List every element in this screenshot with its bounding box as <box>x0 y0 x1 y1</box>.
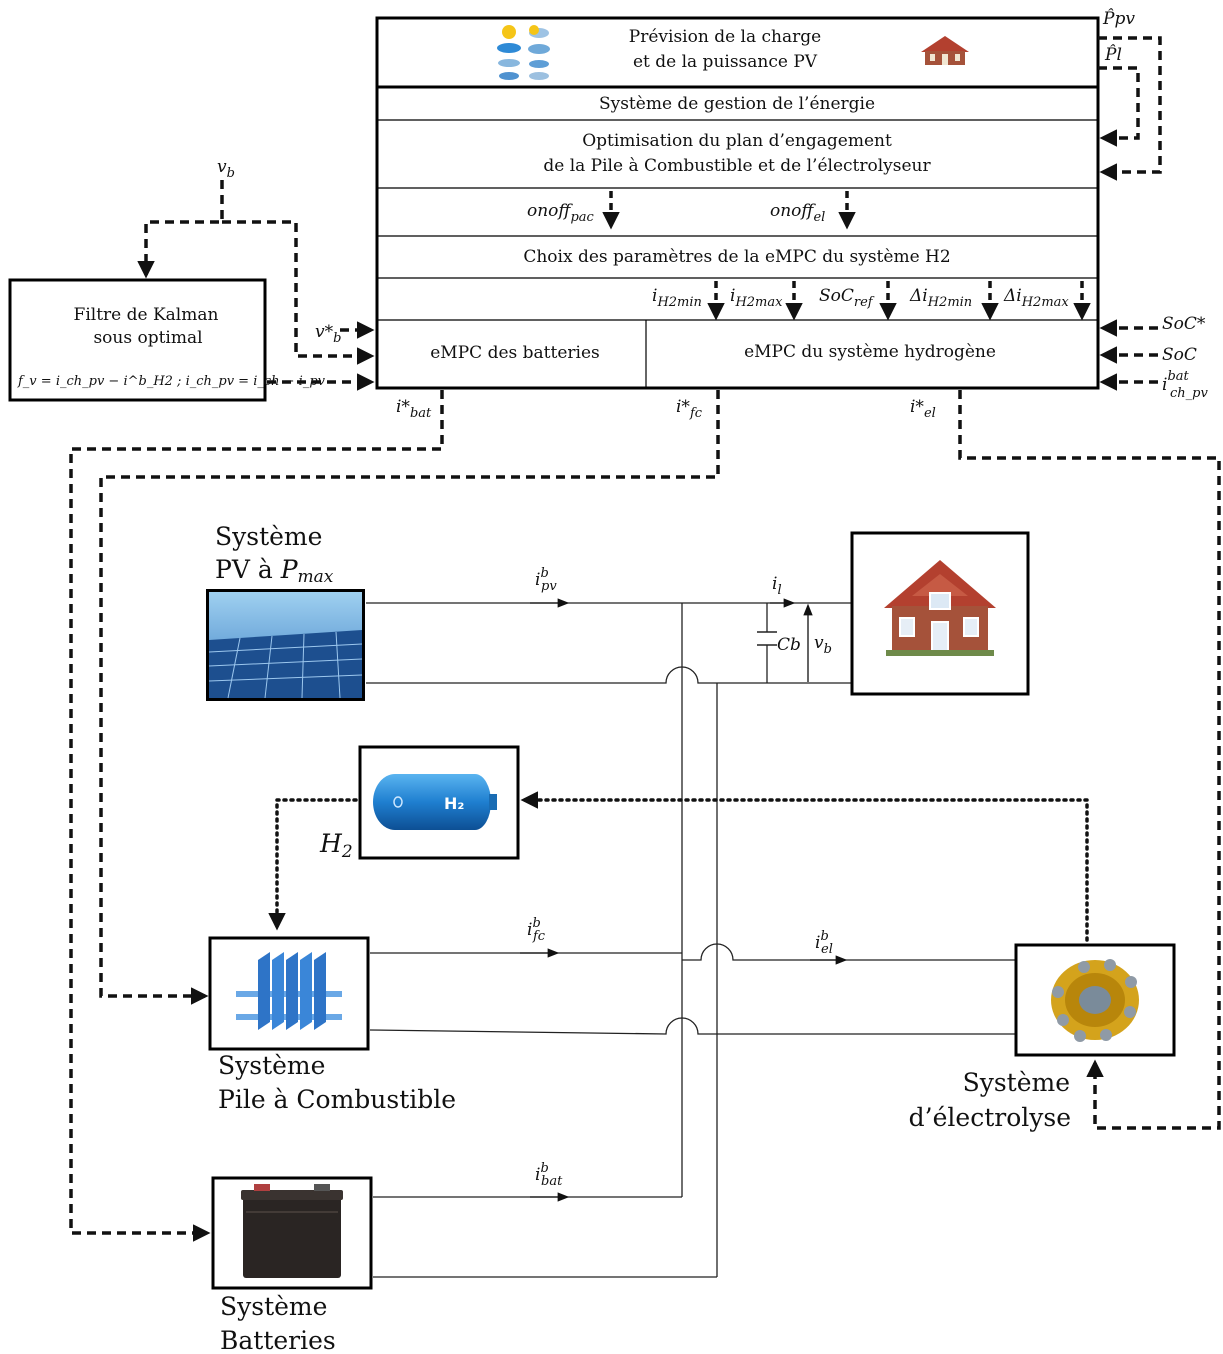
pv-line1: Système <box>215 522 322 551</box>
el-line2: d’électrolyse <box>909 1103 1071 1132</box>
ibat-star-label: i*bat <box>396 397 432 421</box>
battery-system: Système Batteries <box>211 1176 373 1354</box>
vb-label: vb <box>217 157 235 181</box>
electrolyser-system: Système d’électrolyse <box>909 943 1176 1132</box>
param-dih2max: ΔiH2max <box>1003 286 1069 310</box>
ems-block: Prévision de la charge et de la puissanc… <box>375 16 1100 390</box>
forecast-line1: Prévision de la charge <box>629 27 821 47</box>
forecast-line2: et de la puissance PV <box>633 52 818 72</box>
kalman-line1: Filtre de Kalman <box>74 305 219 325</box>
fc-bottom-wire <box>369 1017 1016 1035</box>
fuel-cell-system: Système Pile à Combustible <box>208 936 456 1114</box>
ifc-star-label: i*fc <box>676 397 703 421</box>
electrolyser-icon <box>1051 959 1139 1042</box>
house-icon <box>884 560 996 656</box>
el-to-h2-flow <box>520 791 1089 942</box>
hydrogen-tank-icon: H₂ <box>373 774 497 830</box>
pv-bottom-wire <box>366 666 851 684</box>
soc-label: SoC <box>1162 345 1197 365</box>
kalman-block: Filtre de Kalman sous optimal f_v = i_ch… <box>8 278 326 402</box>
ifc-star-link <box>99 390 720 1005</box>
fc-line1: Système <box>218 1051 325 1080</box>
onoff-pac-label: onoffpac <box>527 201 595 225</box>
param-ih2max: iH2max <box>730 286 783 310</box>
vb-circuit-label: vb <box>814 633 832 657</box>
power-circuit <box>366 598 1016 1278</box>
pv-line2: PV à Pmax <box>215 555 334 587</box>
h2-label: H2 <box>319 829 353 862</box>
fuel-cell-icon <box>236 952 342 1030</box>
param-ih2min: iH2min <box>652 286 702 310</box>
h2-tank: H₂ H2 <box>319 745 520 862</box>
fc-line2: Pile à Combustible <box>218 1085 456 1114</box>
tank-h2-text: H₂ <box>444 794 464 813</box>
house-small-icon <box>921 36 969 65</box>
optim-line2: de la Pile à Combustible et de l’électro… <box>543 156 931 176</box>
cb-label: Cb <box>777 635 801 655</box>
h2-to-fc-flow <box>268 798 358 931</box>
bat-line1: Système <box>220 1292 327 1321</box>
solar-panel-icon <box>208 630 363 699</box>
pl-hat-label: P̂l <box>1104 45 1122 65</box>
vb-to-kalman-link <box>137 180 224 279</box>
battery-icon <box>241 1184 343 1278</box>
ppv-feedback-link <box>1098 36 1162 181</box>
bat-line2: Batteries <box>220 1326 336 1354</box>
pl-feedback-link <box>1098 66 1140 147</box>
weather-icon <box>497 25 550 80</box>
empc-batteries: eMPC des batteries <box>430 343 599 363</box>
soc-star-label: SoC* <box>1162 314 1206 334</box>
iel-star-link <box>958 390 1221 1130</box>
el-top-wire <box>682 943 1016 961</box>
empc-hydrogene: eMPC du système hydrogène <box>744 342 996 362</box>
ems-frame <box>375 16 1100 390</box>
iel-star-label: i*el <box>910 397 936 421</box>
pv-system: Système PV à Pmax <box>206 522 365 701</box>
ems-title: Système de gestion de l’énergie <box>599 94 875 114</box>
choix-parametres: Choix des paramètres de la eMPC du systè… <box>523 247 950 267</box>
kalman-line2: sous optimal <box>93 328 202 348</box>
kalman-formula: f_v = i_ch_pv − i^b_H2 ; i_ch_pv = i_ch … <box>17 374 326 389</box>
el-line1: Système <box>963 1068 1070 1097</box>
param-dih2min: ΔiH2min <box>909 286 972 310</box>
onoff-el-label: onoffel <box>770 201 825 225</box>
ppv-hat-label: P̂pv <box>1102 9 1135 29</box>
load-house <box>850 531 1030 696</box>
optim-line1: Optimisation du plan d’engagement <box>582 131 892 151</box>
kalman-frame <box>8 278 267 402</box>
il-label: il <box>772 574 782 598</box>
vb-to-ems-link <box>222 220 375 365</box>
vb-star-label: v*b <box>315 322 341 346</box>
param-socref: SoCref <box>819 286 875 310</box>
